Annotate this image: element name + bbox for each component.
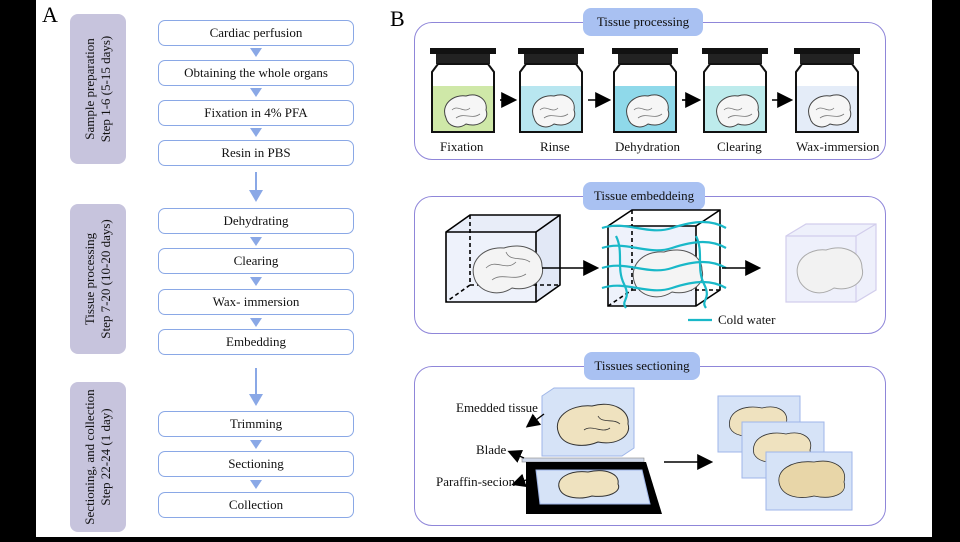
step-clearing: Clearing [158,248,354,274]
step-resin: Resin in PBS [158,140,354,166]
jar-rinse [518,48,584,133]
jar-label-dehydration: Dehydration [615,139,680,154]
sectioning-title: Tissues sectioning [584,352,700,380]
label-paraffin-section: Paraffin-secion [436,474,516,489]
step-wax-immersion: Wax- immersion [158,289,354,315]
stage-arrow-2-head [249,394,263,406]
jar-label-clearing: Clearing [717,139,762,154]
jar-fixation [430,48,496,133]
processing-title: Tissue processing [583,8,703,36]
jar-dehydration [612,48,678,133]
embedding-cube-1 [445,214,561,303]
step-sectioning: Sectioning [158,451,354,477]
step-cardiac-perfusion: Cardiac perfusion [158,20,354,46]
panel-a-arrows [249,48,263,489]
stage-arrow-1-head [249,190,263,202]
step-obtaining-organs: Obtaining the whole organs [158,60,354,86]
label-blade: Blade [476,442,507,457]
step-fixation: Fixation in 4% PFA [158,100,354,126]
jar-label-fixation: Fixation [440,139,484,154]
jar-illustrations [430,48,860,133]
jar-label-wax-immersion: Wax-immersion [796,139,880,154]
jar-clearing [702,48,768,133]
step-embedding: Embedding [158,329,354,355]
jar-label-rinse: Rinse [540,139,570,154]
slide-stack [717,395,853,511]
paraffin-section [526,462,662,514]
embedding-cube-3 [785,223,877,303]
cold-water-legend: Cold water [718,312,776,327]
embedding-title: Tissue embeddeing [583,182,705,210]
sectioning-illustration [507,387,853,514]
jar-wax-immersion [794,48,860,133]
panel-a-letter: A [42,2,58,27]
step-connectors [250,48,262,489]
label-embedded-tissue: Emedded tissue [456,400,538,415]
pointer-arrows [507,413,545,488]
step-dehydrating: Dehydrating [158,208,354,234]
embedding-illustration [445,209,877,322]
panel-b-letter: B [390,6,405,31]
embedded-tissue-block [541,387,635,457]
step-collection: Collection [158,492,354,518]
embedding-cube-2 [601,209,727,309]
step-trimming: Trimming [158,411,354,437]
blade [521,457,645,463]
